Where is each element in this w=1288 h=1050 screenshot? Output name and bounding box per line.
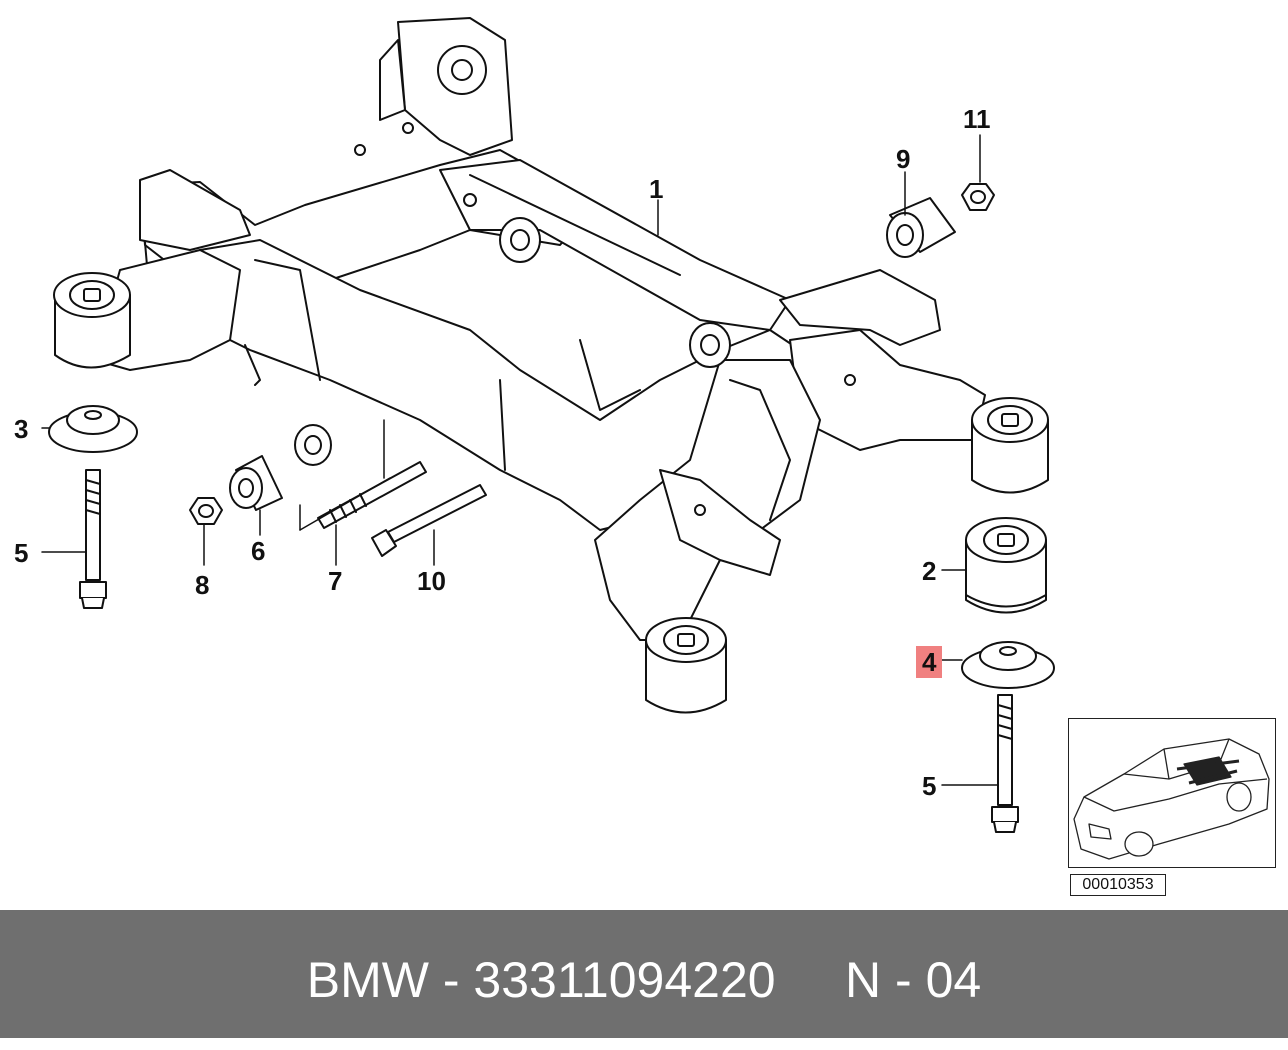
- diagram-reference-code: 00010353: [1070, 874, 1166, 896]
- callout-7: 7: [328, 566, 343, 596]
- part-6-rubber-bushing: [229, 455, 283, 511]
- callout-3: 3: [14, 414, 29, 444]
- part-4-stop-washer: [961, 641, 1055, 689]
- callout-5-left: 5: [14, 538, 29, 568]
- subframe-bushing-left-front: [645, 617, 727, 714]
- subframe-diagram: [41, 17, 1055, 833]
- part-5-hex-bolt-right: [991, 694, 1019, 833]
- callout-8: 8: [195, 570, 210, 600]
- vehicle-location-thumbnail: [1068, 718, 1276, 868]
- part-9-rubber-bushing: [886, 197, 956, 258]
- part-5-hex-bolt-left: [79, 469, 107, 609]
- callout-1: 1: [649, 174, 664, 204]
- part-7-stud: [317, 461, 427, 529]
- part-number-caption: BMW - 33311094220 N - 04: [306, 952, 982, 1008]
- callout-11: 11: [963, 104, 991, 134]
- part-8-collar-nut: [189, 497, 223, 525]
- part-2-rubber-mount: [965, 517, 1047, 614]
- rear-axle-subframe: [94, 17, 986, 641]
- callout-9: 9: [896, 144, 911, 174]
- callout-6: 6: [251, 536, 266, 566]
- arm-bushing-inner: [294, 217, 731, 466]
- footer-banner: BMW - 33311094220 N - 04: [0, 910, 1288, 1038]
- callout-2: 2: [922, 556, 937, 586]
- subframe-bushing-left-rear: [53, 272, 131, 369]
- callout-4-highlighted: 4: [916, 646, 943, 678]
- part-3-stop-washer: [48, 405, 138, 453]
- part-10-hex-bolt: [371, 484, 487, 557]
- car-outline-icon: [1073, 738, 1270, 860]
- subframe-bushing-right: [971, 397, 1049, 494]
- part-11-collar-nut: [961, 183, 995, 211]
- callout-5-right: 5: [922, 771, 937, 801]
- callout-10: 10: [417, 566, 446, 596]
- leader-lines: [41, 134, 999, 786]
